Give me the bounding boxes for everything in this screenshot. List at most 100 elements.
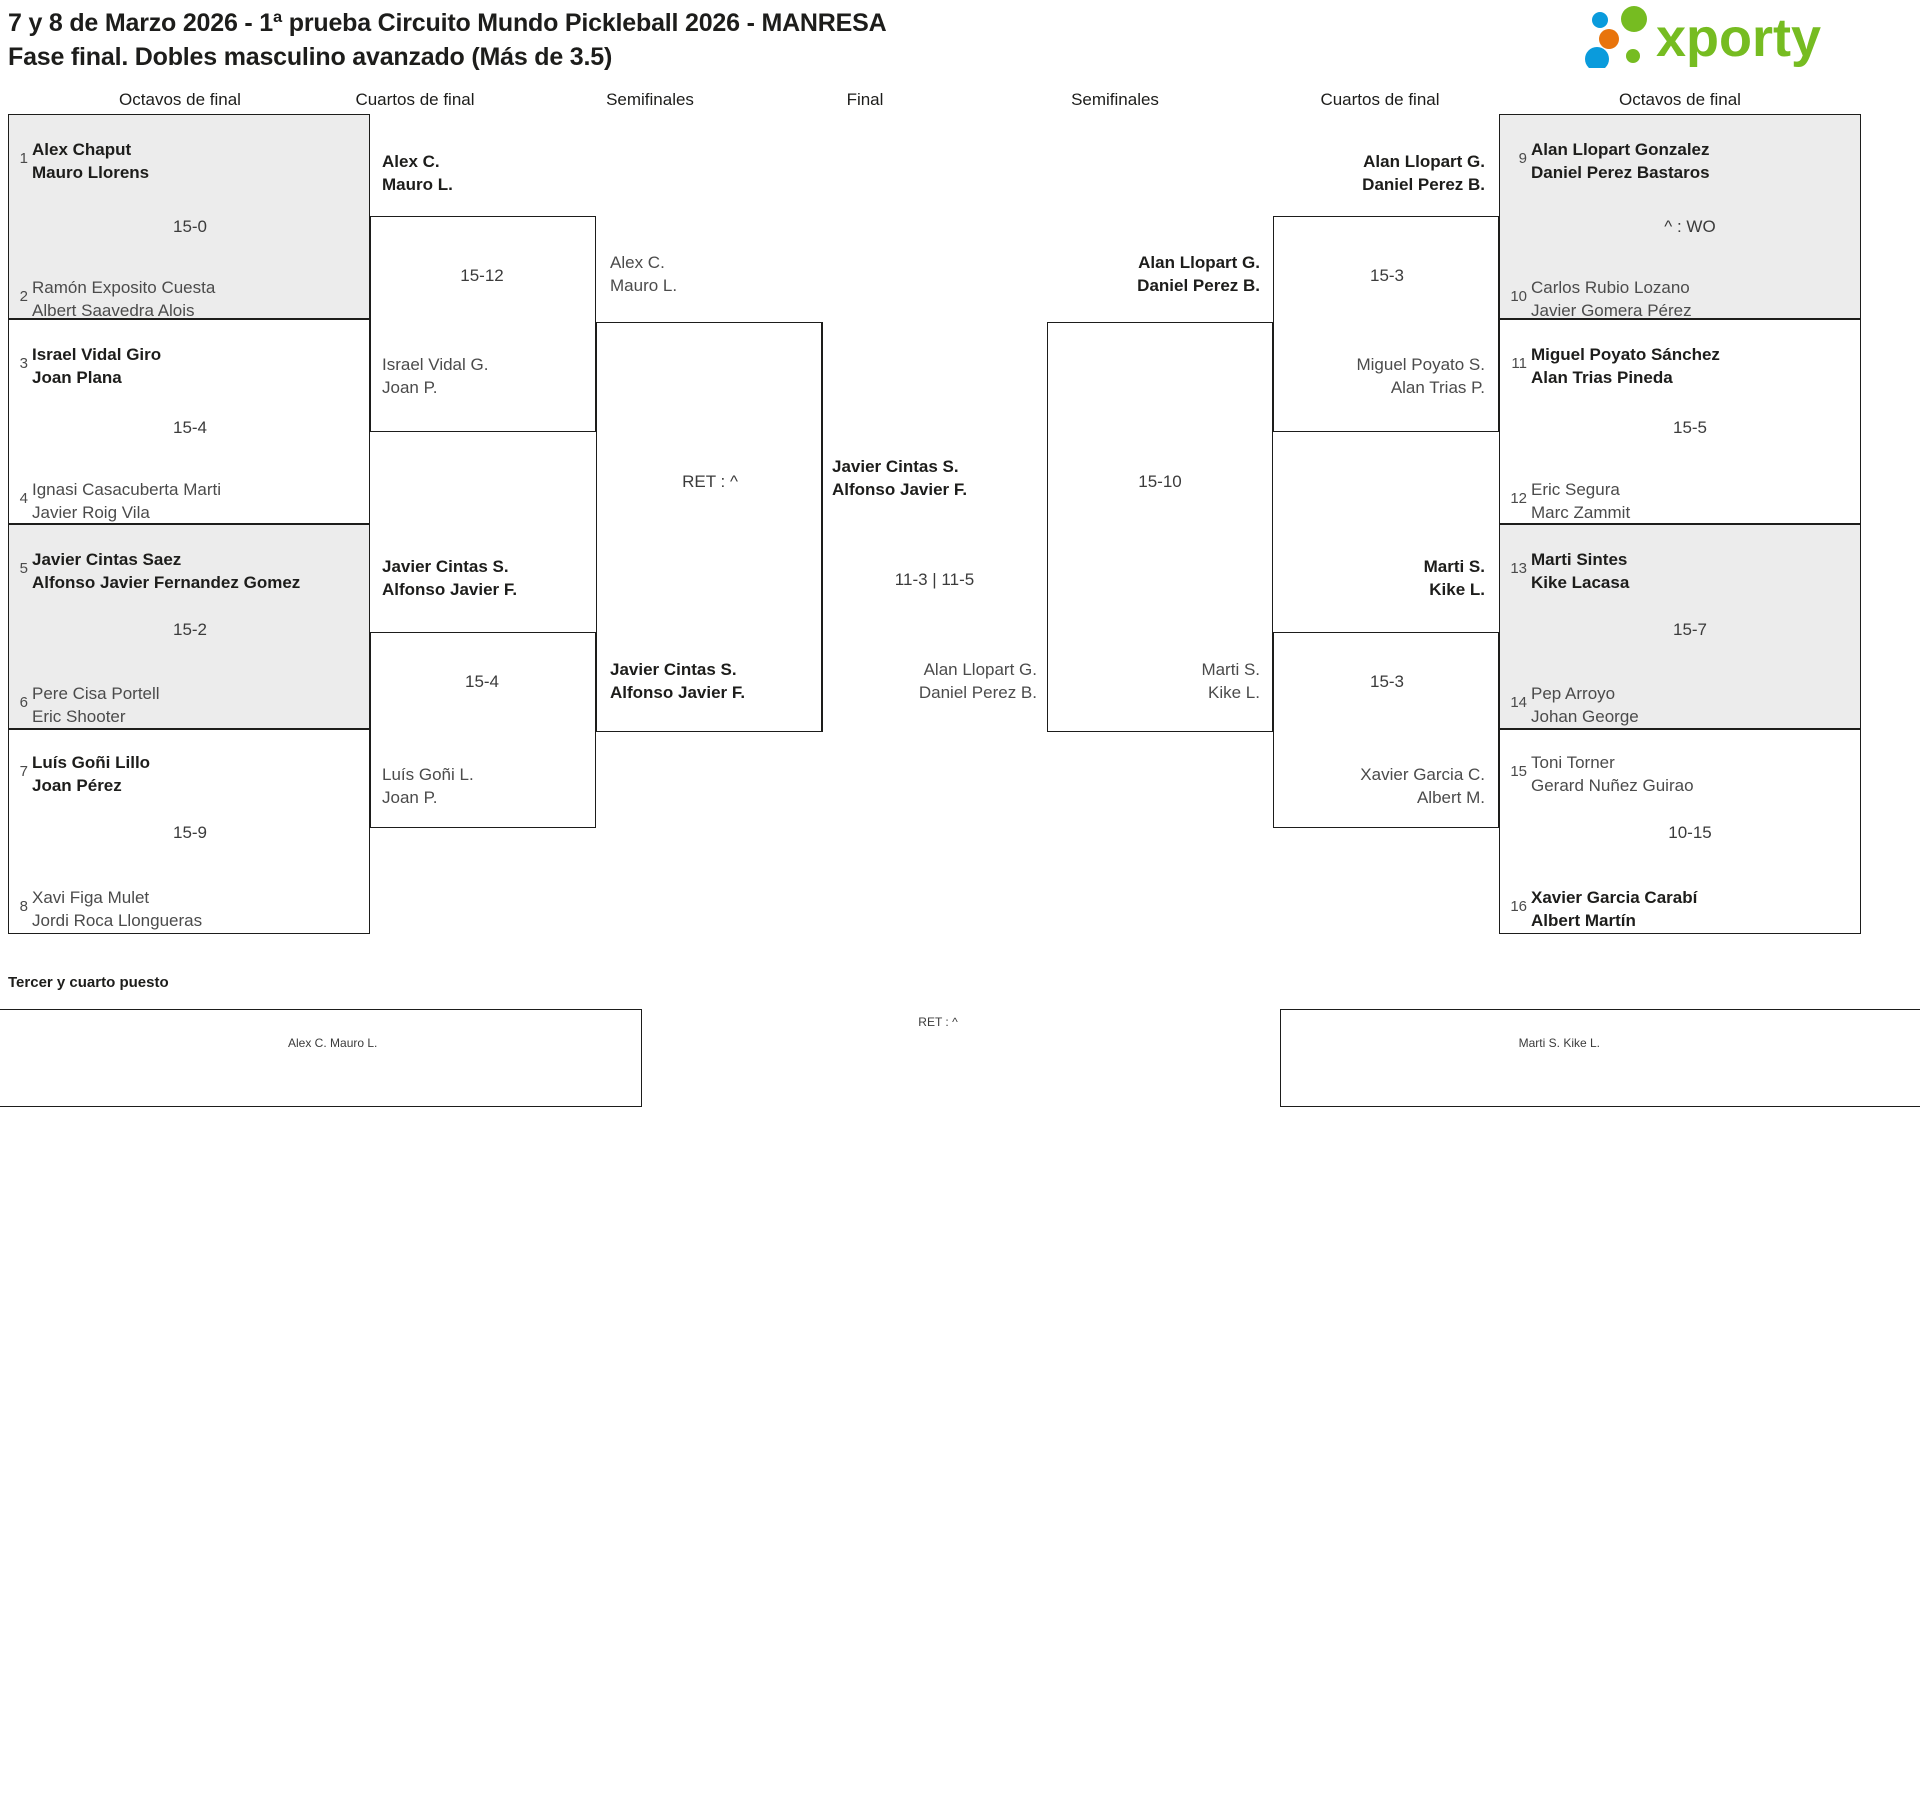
team-player-2: Joan P. (382, 788, 438, 807)
team-third-place-left: Alex C. Mauro L. (288, 1035, 377, 1052)
team-player-1: Miguel Poyato S. (1356, 355, 1485, 374)
team-l-r16-2-top: Israel Vidal Giro Joan Plana (32, 343, 161, 389)
team-player-1: Alex C. (382, 152, 440, 171)
team-r-qf-1-top: Alan Llopart G. Daniel Perez B. (1285, 150, 1485, 196)
team-r-r16-1-top: Alan Llopart Gonzalez Daniel Perez Basta… (1531, 138, 1710, 184)
seed-number-15: 15 (1510, 763, 1527, 780)
score-r-r16-2: 15-5 (1672, 418, 1708, 437)
match-box-l-r16-1[interactable] (8, 114, 370, 319)
team-final-top: Javier Cintas S. Alfonso Javier F. (832, 455, 967, 501)
team-player-1: Javier Cintas S. (610, 660, 737, 679)
team-r-qf-2-top: Marti S. Kike L. (1285, 555, 1485, 601)
team-player-2: Javier Roig Vila (32, 503, 150, 522)
team-player-2: Gerard Nuñez Guirao (1531, 776, 1694, 795)
match-box-l-r16-2[interactable] (8, 319, 370, 524)
team-player-1: Luís Goñi Lillo (32, 753, 151, 772)
xporty-logo-icon: xporty (1585, 6, 1821, 68)
third-place-title: Tercer y cuarto puesto (8, 974, 169, 991)
match-box-l-qf-2[interactable] (370, 632, 596, 828)
match-box-r-qf-2[interactable] (1273, 632, 1499, 828)
team-player-2: Mauro L. (330, 1036, 378, 1050)
team-player-1: Pere Cisa Portell (32, 684, 160, 703)
round-header-semifinales-left: Semifinales (606, 90, 694, 109)
seed-number-1: 1 (19, 150, 28, 167)
team-player-2: Albert M. (1416, 788, 1485, 807)
match-box-r-r16-4[interactable] (1499, 729, 1861, 934)
seed-number-11: 11 (1511, 355, 1527, 372)
team-player-1: Miguel Poyato Sánchez (1531, 345, 1720, 364)
team-player-1: Alex C. (610, 253, 665, 272)
team-player-1: Carlos Rubio Lozano (1531, 278, 1690, 297)
team-player-1: Xavi Figa Mulet (32, 888, 150, 907)
team-player-2: Joan P. (382, 378, 438, 397)
team-player-2: Marc Zammit (1531, 503, 1631, 522)
team-player-2: Albert Saavedra Alois (32, 301, 195, 320)
match-box-l-r16-4[interactable] (8, 729, 370, 934)
team-player-2: Mauro L. (382, 175, 453, 194)
score-l-r16-3: 15-2 (172, 620, 208, 639)
third-place-left-vline (641, 1009, 642, 1107)
team-player-1: Alan Llopart G. (923, 660, 1037, 679)
round-header-octavos-right: Octavos de final (1619, 90, 1741, 109)
match-box-r-r16-3[interactable] (1499, 524, 1861, 729)
team-player-1: Toni Torner (1531, 753, 1615, 772)
team-player-2: Albert Martín (1531, 911, 1636, 930)
team-player-1: Marti Sintes (1531, 550, 1628, 569)
match-box-l-qf-1[interactable] (370, 216, 596, 432)
team-player-2: Kike Lacasa (1531, 573, 1630, 592)
match-box-r-r16-1[interactable] (1499, 114, 1861, 319)
team-r-sf-top: Alan Llopart G. Daniel Perez B. (1060, 251, 1260, 297)
team-player-2: Javier Gomera Pérez (1531, 301, 1692, 320)
team-player-1: Israel Vidal Giro (32, 345, 162, 364)
team-player-2: Jordi Roca Llongueras (32, 911, 203, 930)
seed-number-8: 8 (19, 898, 28, 915)
seed-number-13: 13 (1510, 560, 1527, 577)
svg-text:xporty: xporty (1656, 8, 1821, 68)
team-player-2: Alfonso Javier F. (610, 683, 746, 702)
team-player-2: Daniel Perez B. (918, 683, 1037, 702)
seed-number-12: 12 (1510, 490, 1527, 507)
team-player-1: Pep Arroyo (1531, 684, 1616, 703)
team-l-sf-top: Alex C. Mauro L. (610, 251, 677, 297)
score-l-sf: RET : ^ (682, 472, 738, 491)
xporty-logo[interactable]: xporty (1564, 6, 1904, 68)
team-player-2: Alan Trias Pineda (1531, 368, 1673, 387)
team-player-1: Eric Segura (1531, 480, 1620, 499)
team-l-qf-1-top: Alex C. Mauro L. (382, 150, 453, 196)
team-player-2: Kike L. (1429, 580, 1485, 599)
tournament-title-line1: 7 y 8 de Marzo 2026 - 1ª prueba Circuito… (8, 9, 887, 37)
team-r-r16-1-bottom: Carlos Rubio Lozano Javier Gomera Pérez (1531, 276, 1692, 322)
team-l-r16-3-bottom: Pere Cisa Portell Eric Shooter (32, 682, 160, 728)
score-r-r16-1: ^ : WO (1664, 217, 1716, 236)
match-box-l-r16-3[interactable] (8, 524, 370, 729)
round-header-semifinales-right: Semifinales (1071, 90, 1159, 109)
round-header-octavos-left: Octavos de final (119, 90, 241, 109)
score-l-qf-2: 15-4 (464, 672, 500, 691)
match-box-r-sf[interactable] (1047, 322, 1273, 732)
team-player-1: Alan Llopart G. (1363, 152, 1485, 171)
team-player-1: Alex C. (288, 1036, 327, 1050)
team-l-qf-2-top: Javier Cintas S. Alfonso Javier F. (382, 555, 517, 601)
team-player-1: Ignasi Casacuberta Marti (32, 480, 221, 499)
third-place-right-top-line (1280, 1009, 1920, 1010)
team-player-2: Kike L. (1563, 1036, 1600, 1050)
team-r-sf-bottom: Marti S. Kike L. (1060, 658, 1260, 704)
match-box-r-r16-2[interactable] (1499, 319, 1861, 524)
third-place-left-top-line (0, 1009, 642, 1010)
seed-number-3: 3 (19, 355, 28, 372)
round-header-cuartos-left: Cuartos de final (355, 90, 475, 109)
team-r-qf-1-bottom: Miguel Poyato S. Alan Trias P. (1285, 353, 1485, 399)
team-player-1: Alex Chaput (32, 140, 132, 159)
tournament-title-line2: Fase final. Dobles masculino avanzado (M… (8, 43, 613, 71)
team-third-place-right: Marti S. Kike L. (1400, 1035, 1600, 1052)
team-player-1: Alan Llopart G. (1138, 253, 1260, 272)
team-player-2: Mauro L. (610, 276, 678, 295)
seed-number-5: 5 (19, 560, 28, 577)
team-player-2: Kike L. (1208, 683, 1260, 702)
final-divider-left (822, 322, 823, 732)
team-player-2: Daniel Perez Bastaros (1531, 163, 1710, 182)
match-box-l-sf[interactable] (596, 322, 822, 732)
seed-number-2: 2 (19, 288, 28, 305)
score-l-qf-1: 15-12 (460, 266, 504, 285)
match-box-r-qf-1[interactable] (1273, 216, 1499, 432)
